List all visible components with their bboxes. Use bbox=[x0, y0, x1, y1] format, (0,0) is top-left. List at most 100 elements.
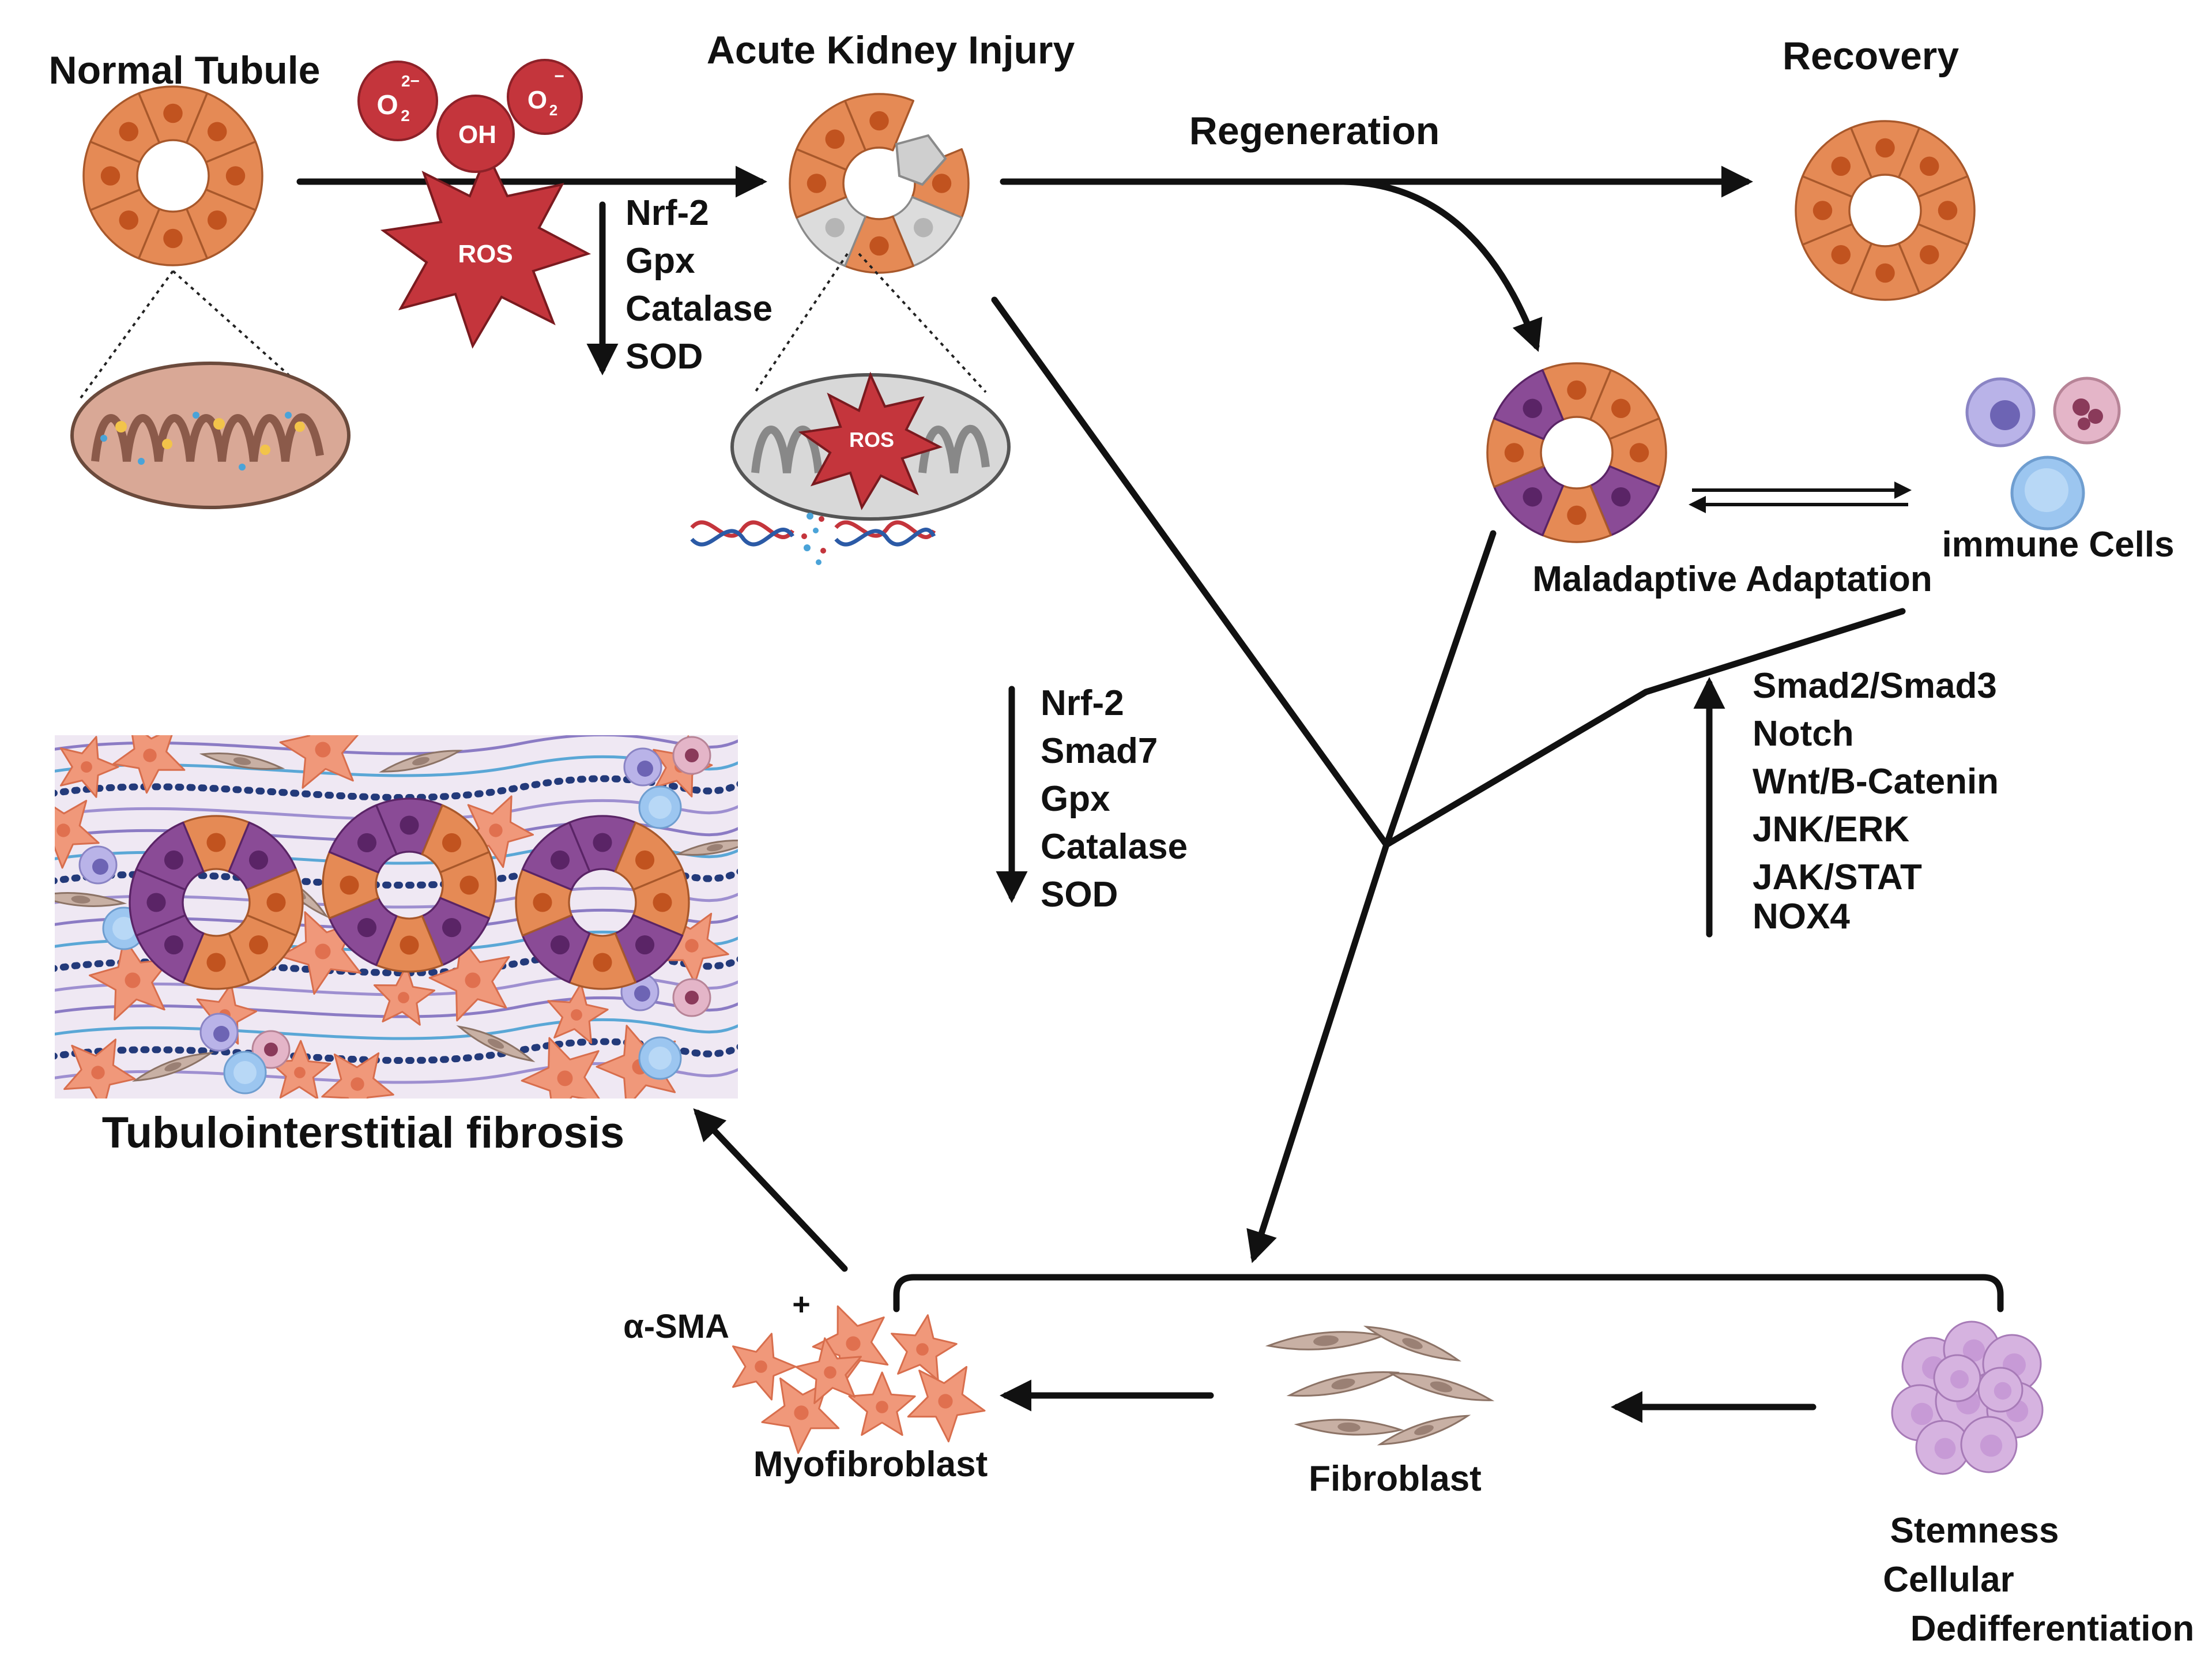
cell-nucleus bbox=[213, 1026, 229, 1042]
alpha-sma-label: α-SMA bbox=[623, 1308, 729, 1345]
cell-nucleus bbox=[1910, 1402, 1934, 1425]
fibrosis-tissue-icon bbox=[55, 735, 738, 1099]
fibroblast-label: Fibroblast bbox=[1309, 1459, 1482, 1499]
myofibroblast-cell bbox=[521, 1037, 600, 1099]
cell-nucleus bbox=[315, 742, 331, 758]
cell-nucleus bbox=[557, 1070, 573, 1086]
fibroblast-cell bbox=[674, 839, 738, 856]
myofibroblast-cell bbox=[321, 1052, 394, 1099]
cell-nucleus bbox=[825, 129, 845, 149]
cell-nucleus bbox=[913, 217, 933, 238]
cell-nucleus bbox=[400, 815, 419, 835]
svg-text:2: 2 bbox=[401, 107, 410, 125]
alpha-sma-superscript: + bbox=[792, 1287, 811, 1322]
cell-nucleus bbox=[489, 823, 503, 837]
cell-nucleus bbox=[112, 917, 135, 940]
dna-icon bbox=[690, 513, 936, 565]
cell-nucleus bbox=[1934, 1438, 1956, 1459]
cell-nucleus bbox=[825, 217, 845, 238]
cell-nucleus bbox=[1504, 443, 1524, 462]
cell-nucleus bbox=[869, 111, 889, 131]
tubulointerstitial-fibrosis-label: Tubulointerstitial fibrosis bbox=[102, 1108, 624, 1157]
myofibroblast-cell bbox=[279, 735, 359, 789]
cell-nucleus bbox=[264, 1043, 278, 1056]
cell-nucleus bbox=[119, 210, 139, 230]
cell-nucleus bbox=[869, 236, 889, 256]
cell-nucleus bbox=[1831, 244, 1851, 265]
cell-nucleus bbox=[1629, 443, 1649, 462]
pathway-item-4: JNK/ERK bbox=[1753, 810, 1909, 849]
fibroblast-cell bbox=[199, 753, 285, 770]
pathway-item-3: Wnt/B-Catenin bbox=[1753, 762, 1999, 802]
cell-nucleus bbox=[351, 1077, 364, 1091]
cell-nucleus bbox=[442, 917, 462, 938]
cell-nucleus bbox=[938, 1394, 953, 1409]
fibroblast-cell bbox=[1294, 1419, 1404, 1436]
cell-nucleus bbox=[635, 935, 655, 955]
cell-nucleus bbox=[207, 122, 227, 142]
junction-to-cells-arrow bbox=[1246, 841, 1390, 1263]
dedifferentiation-label: Dedifferentiation bbox=[1910, 1609, 2195, 1649]
pathway-item-6: NOX4 bbox=[1753, 897, 1850, 936]
tissue-fiber bbox=[55, 1038, 738, 1064]
cellular-label: Cellular bbox=[1883, 1560, 2014, 1600]
ros-burst-icon: ROS bbox=[380, 149, 591, 349]
cell-nucleus bbox=[876, 1401, 888, 1413]
cell-nucleus bbox=[1994, 1382, 2012, 1400]
injured-tubule-icon bbox=[789, 93, 970, 274]
maladaptive-adaptation-label: Maladaptive Adaptation bbox=[1532, 559, 1932, 599]
cell-nucleus bbox=[916, 1343, 929, 1356]
cell-nucleus bbox=[550, 850, 570, 870]
cell-nucleus bbox=[357, 833, 377, 853]
cell-nucleus bbox=[248, 935, 269, 955]
superoxide-radical-icon: O 2 2− bbox=[357, 61, 438, 141]
myofibroblast-label: Myofibroblast bbox=[753, 1444, 988, 1484]
cell-nucleus bbox=[1523, 398, 1543, 419]
aki-downregulated-list: Nrf-2 Gpx Catalase SOD bbox=[625, 193, 772, 377]
fibroblast-cell bbox=[456, 1025, 536, 1062]
fibrosis-list-item-4: Catalase bbox=[1041, 827, 1188, 867]
cell-nucleus bbox=[206, 953, 226, 972]
cell-nucleus bbox=[146, 893, 166, 912]
mito-ros-label: ROS bbox=[849, 428, 894, 452]
cell-nucleus bbox=[207, 210, 227, 230]
fibroblast-icon bbox=[1265, 1326, 1495, 1446]
immune-cells-icon bbox=[1965, 377, 2121, 531]
maladaptive-to-junction-line bbox=[1383, 530, 1497, 848]
cell-nucleus bbox=[465, 972, 481, 988]
aki-list-item-3: Catalase bbox=[625, 289, 772, 329]
myofibroblast-to-fibrosis-arrow bbox=[693, 1108, 848, 1272]
pathway-item-2: Notch bbox=[1753, 714, 1854, 754]
svg-text:O: O bbox=[527, 86, 547, 114]
stem-cells-icon bbox=[1891, 1321, 2044, 1475]
fibrosis-list-item-2: Smad7 bbox=[1041, 731, 1158, 771]
fibrosis-list-item-1: Nrf-2 bbox=[1041, 683, 1124, 723]
fibrosis-list-item-3: Gpx bbox=[1041, 779, 1110, 819]
cell-nucleus bbox=[649, 1047, 672, 1070]
cell-nucleus bbox=[56, 823, 70, 837]
immune-to-junction-line bbox=[1383, 608, 1906, 848]
stemness-label: Stemness bbox=[1890, 1511, 2059, 1551]
cell-nucleus bbox=[637, 761, 653, 777]
recovery-label: Recovery bbox=[1783, 34, 1959, 78]
fibroblast-cell bbox=[1363, 1326, 1462, 1361]
cell-nucleus bbox=[1831, 156, 1851, 176]
regeneration-to-maladaptive-arrow bbox=[1340, 178, 1543, 352]
fibrosis-downregulated-list: Nrf-2 Smad7 Gpx Catalase SOD bbox=[1041, 683, 1188, 915]
superoxide-radical-icon-2: O 2 − bbox=[507, 59, 583, 135]
regeneration-label: Regeneration bbox=[1189, 109, 1440, 153]
cell-nucleus bbox=[1950, 1370, 1969, 1389]
mitochondrion-icon bbox=[70, 362, 351, 509]
cell-nucleus bbox=[357, 917, 377, 938]
cell-nucleus bbox=[164, 935, 184, 955]
cell-nucleus bbox=[225, 166, 246, 186]
cell-nucleus bbox=[635, 850, 655, 870]
fibroblast-cell bbox=[55, 892, 127, 907]
normal-tubule-label: Normal Tubule bbox=[49, 48, 321, 92]
aki-list-item-4: SOD bbox=[625, 337, 703, 377]
cell-nucleus bbox=[163, 228, 183, 249]
fibroblast-cell bbox=[1265, 1331, 1387, 1350]
fibrosis-list-item-5: SOD bbox=[1041, 875, 1118, 915]
fibroblast-cell bbox=[1388, 1372, 1495, 1401]
